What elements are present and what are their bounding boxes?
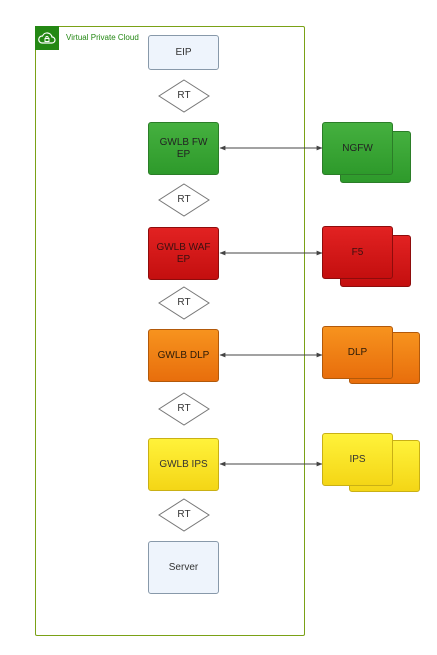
- rt-label-2: RT: [177, 194, 191, 205]
- server-label: Server: [168, 561, 199, 573]
- vpc-title: Virtual Private Cloud: [66, 33, 139, 42]
- gwlb-waf-label-line2: EP: [176, 253, 191, 265]
- rt-label-4: RT: [177, 403, 191, 414]
- ips-appliance[interactable]: IPS: [322, 433, 393, 486]
- rt-label-5: RT: [177, 509, 191, 520]
- f5-label: F5: [351, 246, 364, 258]
- eip-label: EIP: [175, 46, 192, 58]
- gwlb-dlp-label: GWLB DLP: [157, 349, 210, 361]
- rt-diamond-1: [158, 79, 210, 113]
- dlp-appliance[interactable]: DLP: [322, 326, 393, 379]
- gwlb-fw-ep-node[interactable]: GWLB FW EP: [148, 122, 219, 175]
- rt-diamond-2: [158, 183, 210, 217]
- gwlb-ips-node[interactable]: GWLB IPS: [148, 438, 219, 491]
- gwlb-fw-label-line1: GWLB FW: [159, 136, 208, 148]
- cloud-lock-icon: [38, 32, 56, 44]
- vpc-group-border: [35, 26, 305, 636]
- gwlb-dlp-node[interactable]: GWLB DLP: [148, 329, 219, 382]
- ngfw-label: NGFW: [342, 142, 373, 154]
- eip-node[interactable]: EIP: [148, 35, 219, 70]
- dlp-label: DLP: [347, 346, 368, 358]
- gwlb-ips-label: GWLB IPS: [159, 458, 208, 470]
- gwlb-fw-label-line2: EP: [176, 148, 191, 160]
- server-node[interactable]: Server: [148, 541, 219, 594]
- rt-label-3: RT: [177, 297, 191, 308]
- rt-diamond-3: [158, 286, 210, 320]
- rt-label-1: RT: [177, 90, 191, 101]
- f5-appliance[interactable]: F5: [322, 226, 393, 279]
- ngfw-appliance[interactable]: NGFW: [322, 122, 393, 175]
- rt-diamond-4: [158, 392, 210, 426]
- ips-label: IPS: [349, 453, 366, 465]
- vpc-badge: [35, 26, 59, 50]
- gwlb-waf-label-line1: GWLB WAF: [156, 241, 211, 253]
- rt-diamond-5: [158, 498, 210, 532]
- gwlb-waf-ep-node[interactable]: GWLB WAF EP: [148, 227, 219, 280]
